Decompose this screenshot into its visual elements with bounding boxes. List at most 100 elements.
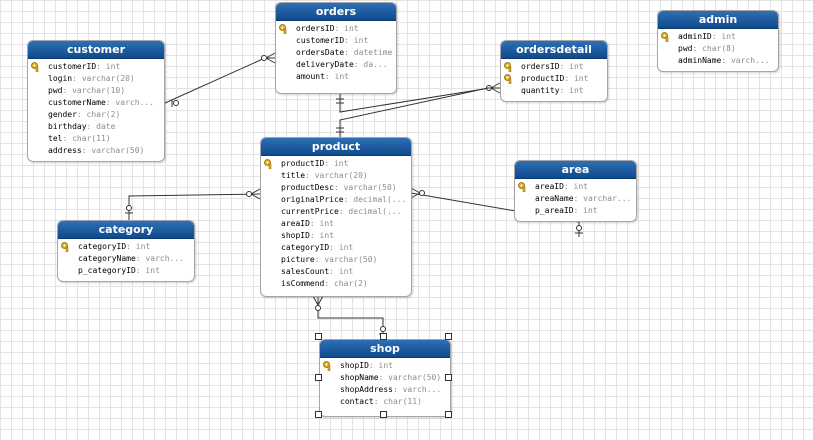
field-type: : int	[324, 72, 349, 81]
field-row[interactable]: productID: int	[501, 73, 607, 85]
field-type: : varchar(50)	[81, 146, 145, 155]
field-row[interactable]: quantity: int	[501, 85, 607, 97]
field-row[interactable]: isCommend: char(2)	[261, 278, 411, 290]
field-type: : int	[559, 86, 584, 95]
field-row[interactable]: areaID: int	[515, 181, 636, 193]
field-name: adminID	[678, 32, 712, 41]
field-name: address	[48, 146, 82, 155]
field-row[interactable]: customerID: int	[276, 35, 396, 47]
field-row[interactable]: contact: char(11)	[320, 396, 450, 408]
field-type: : varchar(50)	[314, 255, 378, 264]
resize-handle-top-middle[interactable]	[380, 333, 387, 340]
resize-handle-top-right[interactable]	[445, 333, 452, 340]
resize-handle-bottom-left[interactable]	[315, 411, 322, 418]
field-row[interactable]: categoryID: int	[261, 242, 411, 254]
field-name: shopID	[281, 231, 310, 240]
field-row[interactable]: birthday: date	[28, 121, 164, 133]
field-row[interactable]: areaID: int	[261, 218, 411, 230]
resize-handle-bottom-right[interactable]	[445, 411, 452, 418]
field-row[interactable]: productDesc: varchar(50)	[261, 182, 411, 194]
field-name: amount	[296, 72, 325, 81]
field-row[interactable]: productID: int	[261, 158, 411, 170]
field-type: : da...	[353, 60, 388, 69]
field-type: : varch...	[721, 56, 770, 65]
field-type: : varchar...	[573, 194, 632, 203]
field-row[interactable]: adminID: int	[658, 31, 778, 43]
field-row[interactable]: gender: char(2)	[28, 109, 164, 121]
field-type: : char(8)	[692, 44, 736, 53]
field-type: : int	[368, 361, 393, 370]
field-row[interactable]: ordersDate: datetime	[276, 47, 396, 59]
field-row[interactable]: shopID: int	[320, 360, 450, 372]
field-type: : char(2)	[324, 279, 368, 288]
field-row[interactable]: categoryName: varch...	[58, 253, 194, 265]
field-name: pwd	[48, 86, 63, 95]
field-name: customerID	[296, 36, 345, 45]
field-row[interactable]: originalPrice: decimal(...	[261, 194, 411, 206]
field-row[interactable]: deliveryDate: da...	[276, 59, 396, 71]
primary-key-icon	[279, 24, 287, 34]
field-type: : int	[309, 231, 334, 240]
field-type: : int	[96, 62, 121, 71]
field-row[interactable]: login: varchar(20)	[28, 73, 164, 85]
resize-handle-top-left[interactable]	[315, 333, 322, 340]
field-name: productID	[281, 159, 325, 168]
resize-handle-middle-right[interactable]	[445, 374, 452, 381]
field-type: : varch...	[105, 98, 154, 107]
field-row[interactable]: shopAddress: varch...	[320, 384, 450, 396]
field-row[interactable]: currentPrice: decimal(...	[261, 206, 411, 218]
field-type: : int	[573, 206, 598, 215]
field-row[interactable]: p_areaID: int	[515, 205, 636, 217]
field-row[interactable]: title: varchar(20)	[261, 170, 411, 182]
field-type: : char(2)	[76, 110, 121, 119]
field-row[interactable]: customerID: int	[28, 61, 164, 73]
field-name: login	[48, 74, 73, 83]
field-type: : int	[309, 219, 334, 228]
field-row[interactable]: ordersID: int	[276, 23, 396, 35]
field-row[interactable]: shopID: int	[261, 230, 411, 242]
primary-key-icon	[661, 32, 669, 42]
entity-title: customer	[28, 41, 164, 59]
field-row[interactable]: picture: varchar(50)	[261, 254, 411, 266]
field-name: productID	[521, 74, 565, 83]
field-row[interactable]: p_categoryID: int	[58, 265, 194, 277]
field-type: : decimal(...	[343, 195, 407, 204]
resize-handle-bottom-middle[interactable]	[380, 411, 387, 418]
field-row[interactable]: adminName: varch...	[658, 55, 778, 67]
field-type: : char(11)	[373, 397, 422, 406]
field-row[interactable]: pwd: varchar(10)	[28, 85, 164, 97]
field-type: : int	[564, 74, 589, 83]
field-row[interactable]: pwd: char(8)	[658, 43, 778, 55]
field-row[interactable]: customerName: varch...	[28, 97, 164, 109]
field-row[interactable]: areaName: varchar...	[515, 193, 636, 205]
field-name: shopID	[340, 361, 369, 370]
field-row[interactable]: tel: char(11)	[28, 133, 164, 145]
field-type: : varch...	[392, 385, 442, 394]
primary-key-icon	[504, 62, 512, 72]
field-name: gender	[48, 110, 77, 119]
field-type: : int	[344, 36, 369, 45]
field-row[interactable]: shopName: varchar(50)	[320, 372, 450, 384]
field-name: ordersID	[521, 62, 560, 71]
primary-key-icon	[518, 182, 526, 192]
field-name: p_areaID	[535, 206, 574, 215]
entity-title: product	[261, 138, 411, 156]
resize-handle-middle-left[interactable]	[315, 374, 322, 381]
field-row[interactable]: salesCount: int	[261, 266, 411, 278]
field-row[interactable]: address: varchar(50)	[28, 145, 164, 157]
field-name: areaID	[535, 182, 564, 191]
field-type: : varchar(20)	[72, 74, 135, 83]
field-row[interactable]: categoryID: int	[58, 241, 194, 253]
field-row[interactable]: ordersID: int	[501, 61, 607, 73]
field-name: categoryID	[78, 242, 127, 251]
field-row[interactable]: amount: int	[276, 71, 396, 83]
field-name: tel	[48, 134, 63, 143]
